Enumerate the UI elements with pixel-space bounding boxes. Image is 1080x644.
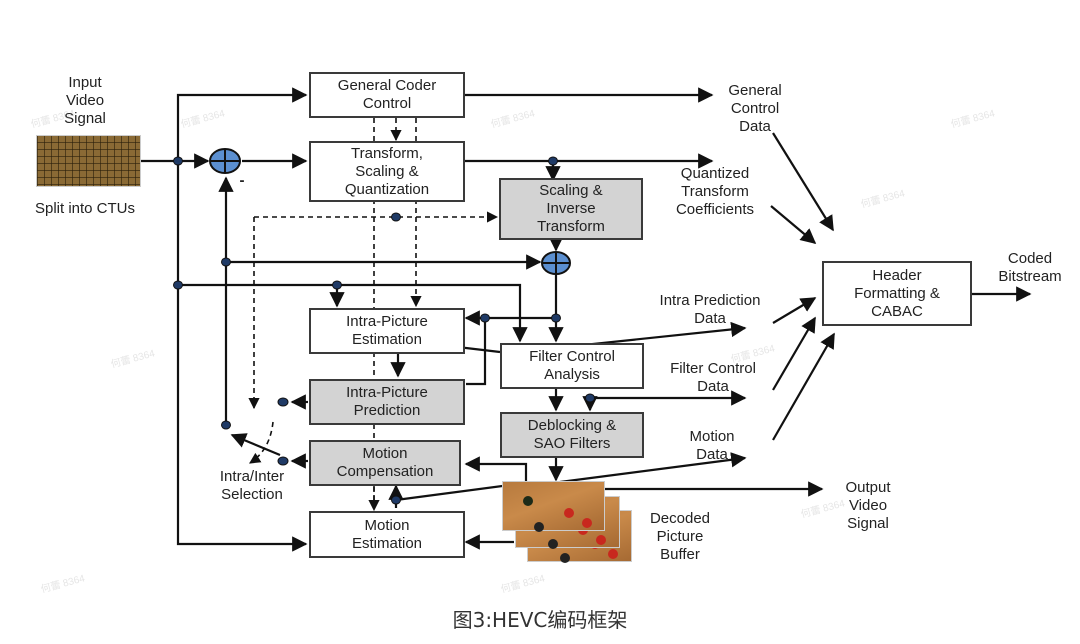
wire-fcd-cabac [772, 316, 816, 391]
intra-inter-selection-label: Intra/Inter Selection [219, 468, 285, 503]
junction-nodes [173, 156, 595, 505]
figure-caption: 图3:HEVC编码框架 [452, 608, 628, 632]
node [391, 212, 401, 222]
intra-picture-estimation-block: Intra-Picture Estimation [309, 308, 465, 354]
wire-md-cabac [772, 332, 835, 441]
node [221, 420, 231, 430]
node [391, 495, 401, 505]
general-control-data-label: General Control Data [728, 82, 782, 135]
transform-scaling-quantization-block: Transform, Scaling & Quantization [309, 141, 465, 202]
dash-switch [249, 421, 274, 464]
dpb-frame-1 [502, 481, 605, 531]
node [277, 456, 289, 466]
output-video-signal-label: Output Video Signal [845, 479, 891, 532]
node [585, 393, 595, 403]
wire-motion-data [559, 452, 747, 484]
hevc-encoder-diagram: General Coder Control Transform, Scaling… [30, 72, 1062, 596]
adders [209, 148, 571, 275]
decoded-picture-buffer-label: Decoded Picture Buffer [649, 510, 711, 563]
coded-bitstream-label: Coded Bitstream [998, 250, 1062, 285]
motion-estimation-block: Motion Estimation [309, 511, 465, 558]
input-video-thumbnail [36, 135, 141, 187]
split-into-ctus-label: Split into CTUs [34, 200, 136, 217]
node [551, 313, 561, 323]
input-video-signal-label: Input Video Signal [64, 74, 106, 127]
filter-control-analysis-block: Filter Control Analysis [500, 343, 644, 389]
wire-trunk-left [176, 87, 308, 161]
wire-qtc-cabac [770, 205, 817, 244]
scaling-inverse-transform-block: Scaling & Inverse Transform [499, 178, 643, 240]
wire-gcd-cabac [772, 132, 834, 232]
wire-dpb-to-node [395, 483, 511, 502]
node [548, 156, 558, 166]
wire-dpb-to-mc [464, 456, 528, 482]
wire-switch [230, 433, 281, 457]
header-formatting-cabac-block: Header Formatting & CABAC [822, 261, 972, 326]
motion-data-label: Motion Data [689, 428, 735, 463]
intra-prediction-data-label: Intra Prediction Data [659, 292, 761, 327]
node [332, 280, 342, 290]
quantized-transform-coefficients-label: Quantized Transform Coefficients [675, 165, 755, 218]
node [173, 280, 183, 290]
wire-trunk-to-fca [178, 283, 528, 343]
minus-sign-label: - [239, 172, 245, 189]
general-coder-control-block: General Coder Control [309, 72, 465, 118]
node [221, 257, 231, 267]
filter-control-data-label: Filter Control Data [670, 360, 756, 395]
node [480, 313, 490, 323]
deblocking-sao-filters-block: Deblocking & SAO Filters [500, 412, 644, 458]
wire-ipd-cabac [772, 297, 817, 324]
node [173, 156, 183, 166]
node [277, 397, 289, 407]
motion-compensation-block: Motion Compensation [309, 440, 461, 486]
intra-picture-prediction-block: Intra-Picture Prediction [309, 379, 465, 425]
